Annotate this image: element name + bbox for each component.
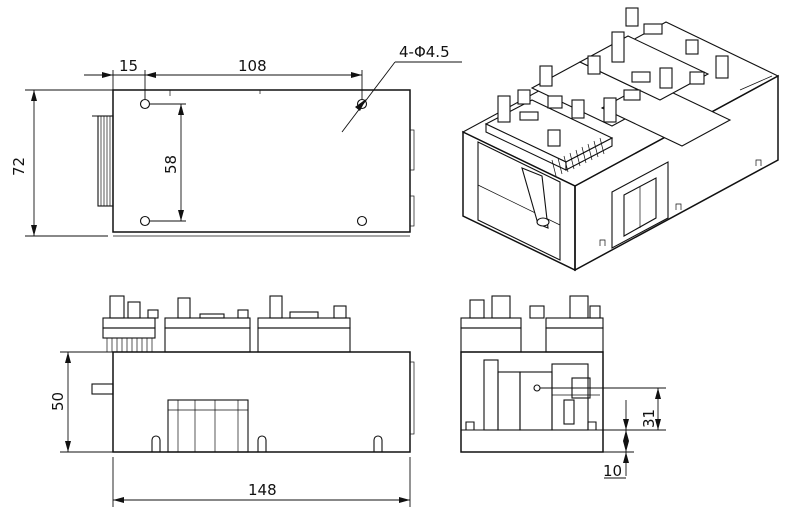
dim-15: 15: [119, 57, 138, 75]
side-view-body: [460, 351, 604, 453]
dim-58: 58: [162, 155, 180, 174]
front-view-window: [167, 399, 249, 453]
front-view-body: [112, 351, 411, 453]
mounting-hole: [139, 98, 151, 110]
front-view: 50 148: [49, 295, 415, 507]
dim-50: 50: [49, 392, 67, 411]
dim-148: 148: [248, 481, 277, 499]
hole-callout: 4-Φ4.5: [399, 43, 450, 61]
mounting-hole: [356, 98, 368, 110]
mounting-hole: [356, 215, 368, 227]
top-view: 15 108 4-Φ4.5 58 72: [10, 43, 462, 237]
dim-108: 108: [238, 57, 267, 75]
side-view: 31 10: [460, 295, 666, 480]
mounting-hole: [139, 215, 151, 227]
dim-31: 31: [640, 409, 658, 428]
dim-10: 10: [603, 462, 622, 480]
shaft-center: [533, 384, 541, 392]
isometric-view: [461, 7, 780, 272]
top-view-shaft: [97, 115, 114, 207]
dim-72: 72: [10, 157, 28, 176]
top-view-body: [112, 89, 411, 233]
